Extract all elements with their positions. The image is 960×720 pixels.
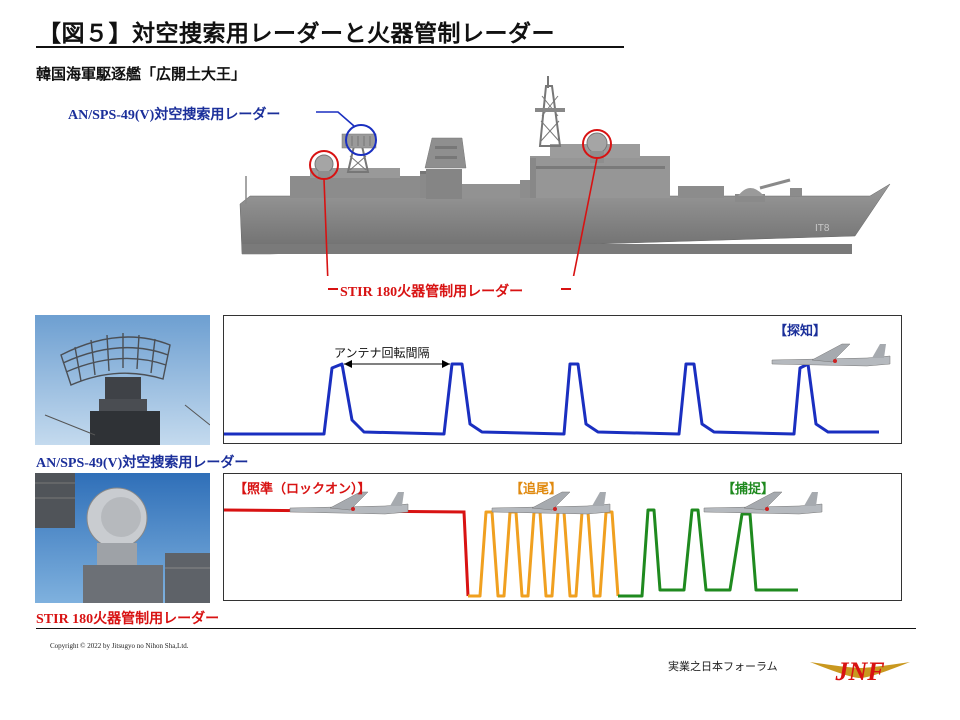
aircraft-icon [771,343,891,367]
antenna-interval-label: アンテナ回転間隔 [334,346,430,360]
footer-divider [36,628,916,629]
svg-text:IT8: IT8 [815,223,830,234]
illumination-signal-trace [224,508,470,597]
jnf-logo: JNF [810,657,910,686]
photo-caption-air-search: AN/SPS-49(V)対空捜索用レーダー [36,456,249,471]
page-title: 【図５】対空捜索用レーダーと火器管制レーダー [38,21,555,47]
label-leader-right [561,288,571,290]
ship-name: 韓国海軍駆逐艦「広開土大王」 [36,65,247,83]
detect-label: 【探知】 [774,324,827,339]
fire-control-signal-panel [223,473,902,601]
fire-control-radar-photo [35,473,210,603]
label-leader-left [328,288,338,290]
aircraft-icon [491,491,611,515]
photo-caption-fire-control: STIR 180火器管制用レーダー [36,612,220,627]
publisher-name: 実業之日本フォーラム [668,660,778,673]
aircraft-icon [703,491,823,515]
air-search-radar-photo [35,315,210,445]
illumination-label: 【照準（ロックオン）】 [234,482,371,497]
ship-label-air-search: AN/SPS-49(V)対空捜索用レーダー [68,108,281,123]
destroyer-illustration: IT8 [239,76,891,276]
tracking-label: 【追尾】 [510,482,563,497]
title-underline [36,46,624,48]
search-radar-signal-panel [223,315,902,444]
copyright-notice: Copyright © 2022 by Jitsugyo no Nihon Sh… [50,642,189,650]
jnf-logo-text: JNF [834,657,884,686]
acquisition-signal-trace [618,508,798,598]
search-signal-trace [224,362,879,436]
tracking-signal-trace [468,510,620,598]
acquisition-label: 【捕捉】 [722,482,775,497]
aircraft-icon [289,491,409,515]
ship-label-fire-control: STIR 180火器管制用レーダー [340,285,524,300]
